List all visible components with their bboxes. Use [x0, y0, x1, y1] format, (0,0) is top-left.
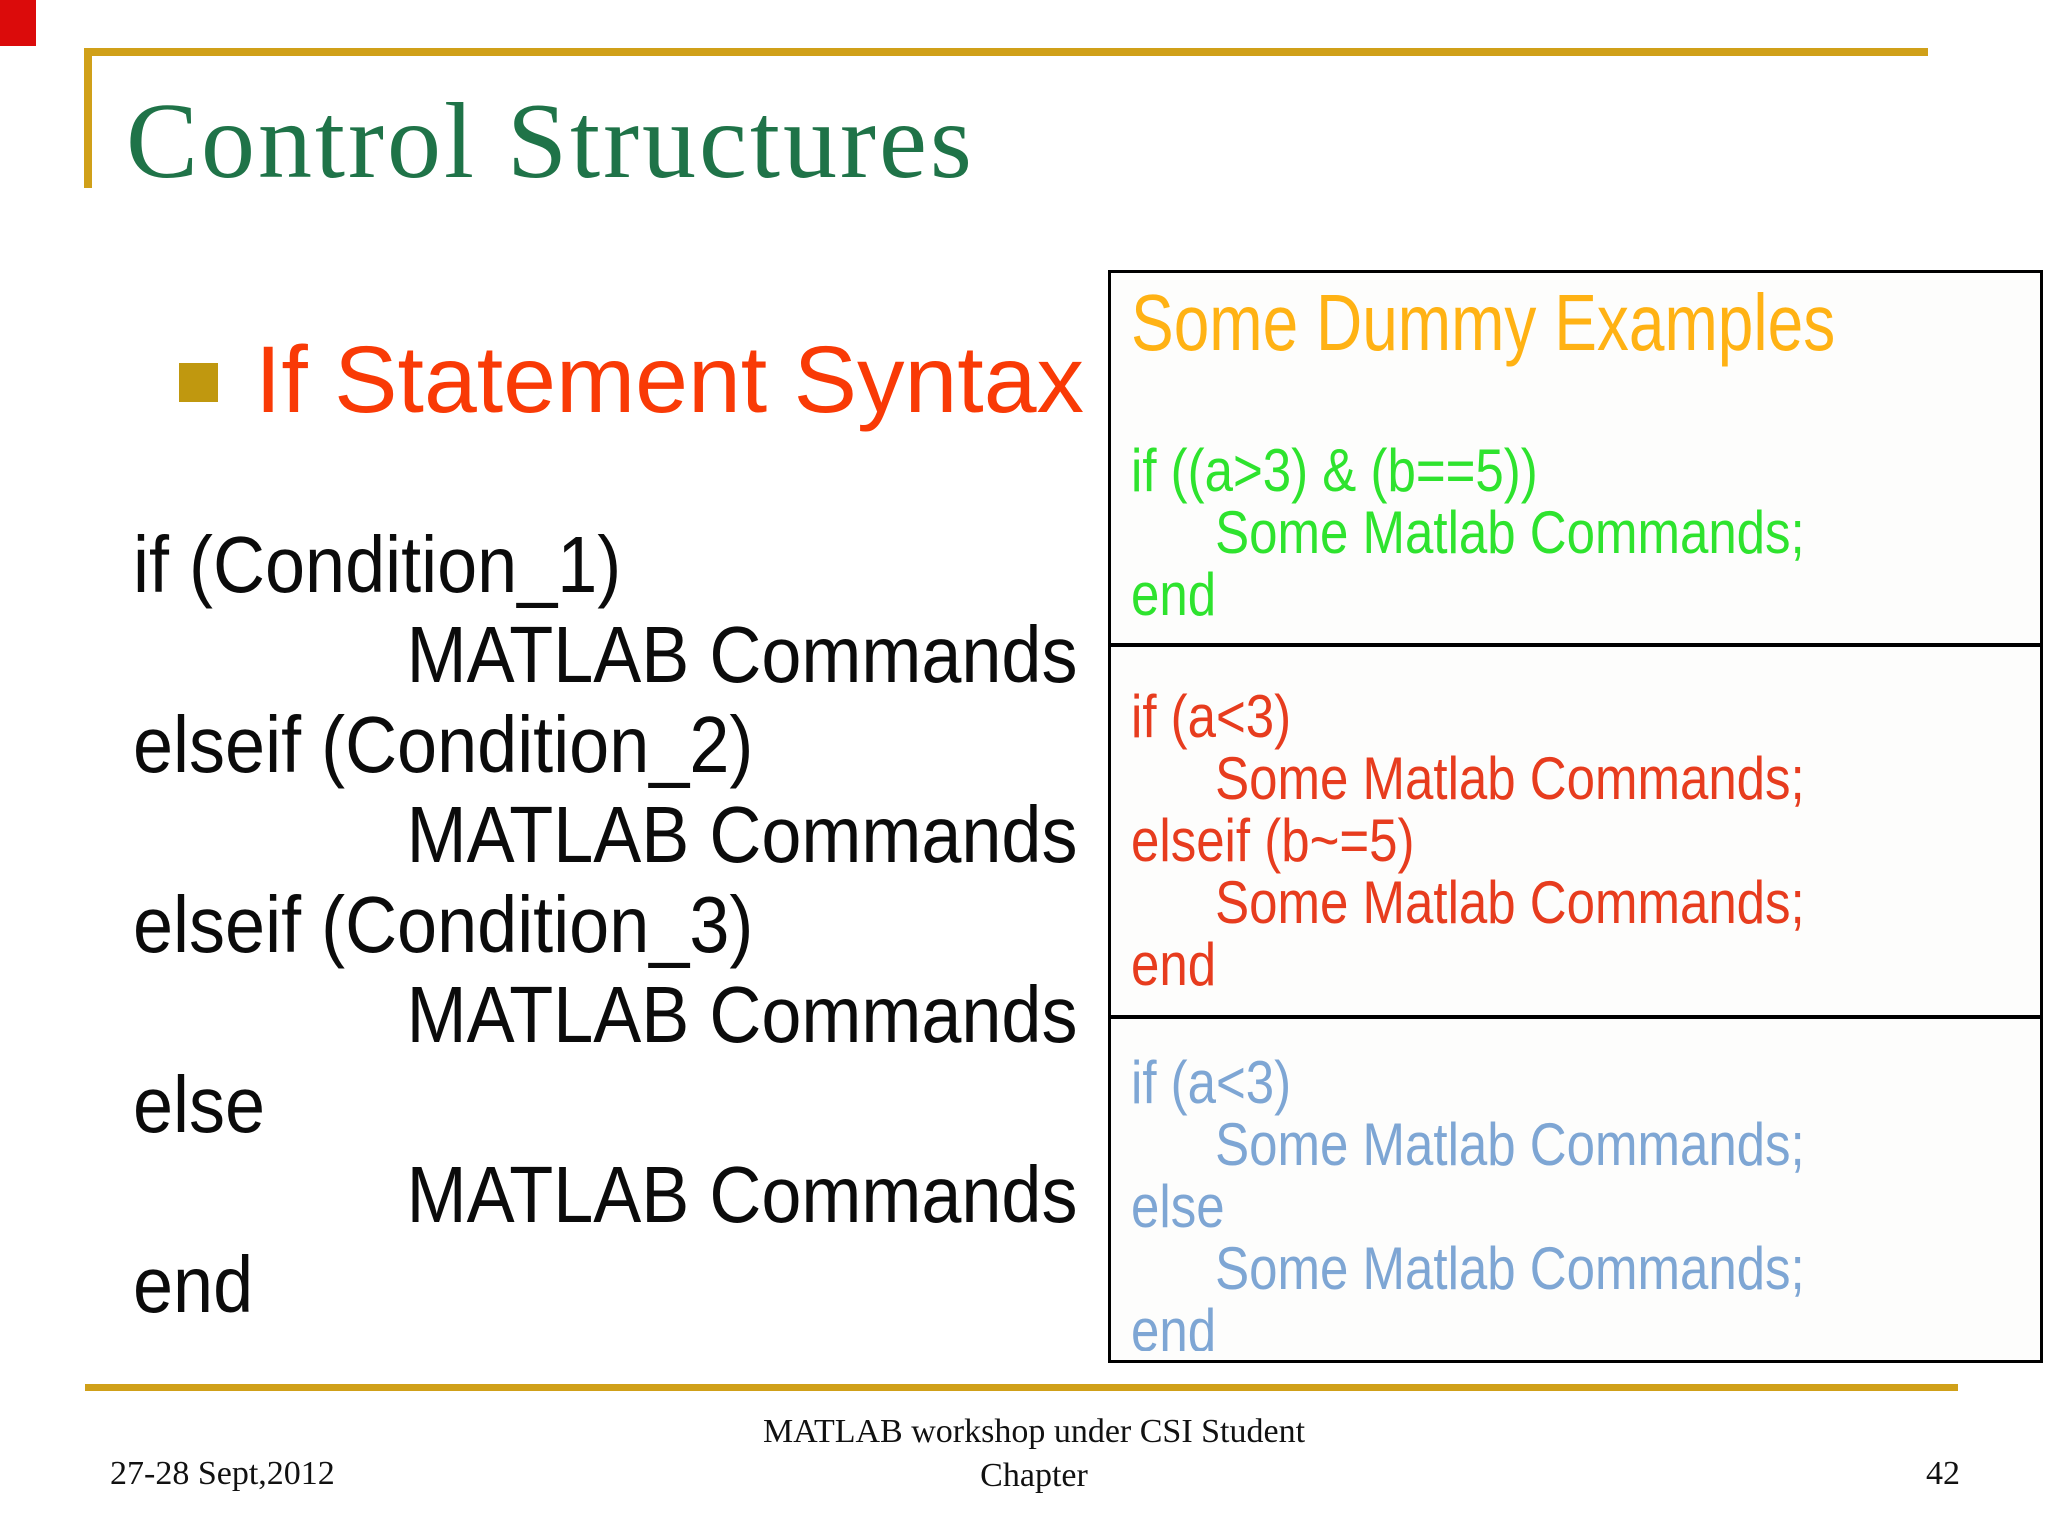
code-line: Some Matlab Commands; — [1215, 499, 1805, 566]
bullet-square-icon — [179, 363, 218, 402]
syntax-code-block: if (Condition_1) MATLAB Commands elseif … — [133, 520, 1182, 1330]
footer-caption: MATLAB workshop under CSI Student Chapte… — [624, 1410, 1444, 1498]
example-code-red: if (a<3) Some Matlab Commands; elseif (b… — [1131, 686, 2040, 996]
code-line: MATLAB Commands — [406, 610, 1078, 699]
footer-rule — [85, 1384, 1958, 1391]
code-line: Some Matlab Commands; — [1215, 869, 1805, 936]
code-line: else — [133, 1060, 266, 1149]
example-code-green: if ((a>3) & (b==5)) Some Matlab Commands… — [1131, 440, 2040, 626]
code-line: else — [1131, 1173, 1225, 1240]
code-line: end — [1131, 561, 1217, 628]
slide-title: Control Structures — [126, 82, 975, 201]
example-section-else: if (a<3) Some Matlab Commands; else Some… — [1111, 1019, 2040, 1352]
code-line: if (a<3) — [1131, 683, 1292, 750]
code-line: elseif (Condition_3) — [133, 880, 754, 969]
example-code-blue: if (a<3) Some Matlab Commands; else Some… — [1131, 1049, 2040, 1352]
title-top-rule — [84, 48, 1928, 56]
footer-caption-line1: MATLAB workshop under CSI Student — [762, 1413, 1306, 1450]
code-line: if ((a>3) & (b==5)) — [1131, 437, 1538, 504]
code-line: Some Matlab Commands; — [1215, 1235, 1805, 1302]
examples-box-title: Some Dummy Examples — [1131, 278, 1836, 367]
code-line: Some Matlab Commands; — [1215, 1111, 1805, 1178]
code-line: Some Matlab Commands; — [1215, 745, 1805, 812]
code-line: end — [1131, 931, 1217, 998]
code-line: end — [133, 1240, 254, 1329]
code-line: if (a<3) — [1131, 1049, 1292, 1116]
example-section-elseif: if (a<3) Some Matlab Commands; elseif (b… — [1111, 647, 2040, 1019]
footer-date: 27-28 Sept,2012 — [110, 1455, 335, 1492]
footer-page-number: 42 — [1926, 1455, 1960, 1492]
code-line: MATLAB Commands — [406, 1150, 1078, 1239]
corner-red-mark — [0, 0, 36, 46]
title-left-rule — [84, 48, 92, 188]
code-line: MATLAB Commands — [406, 790, 1078, 879]
code-line: MATLAB Commands — [406, 970, 1078, 1059]
code-line: if (Condition_1) — [133, 520, 622, 609]
code-line: end — [1131, 1297, 1217, 1352]
code-line: elseif (Condition_2) — [133, 700, 754, 789]
examples-box: Some Dummy Examples if ((a>3) & (b==5)) … — [1108, 270, 2043, 1363]
code-line: elseif (b~=5) — [1131, 807, 1415, 874]
footer-caption-line2: Chapter — [980, 1457, 1088, 1494]
section-heading: If Statement Syntax — [255, 327, 1085, 433]
example-section-and: Some Dummy Examples if ((a>3) & (b==5)) … — [1111, 273, 2040, 647]
